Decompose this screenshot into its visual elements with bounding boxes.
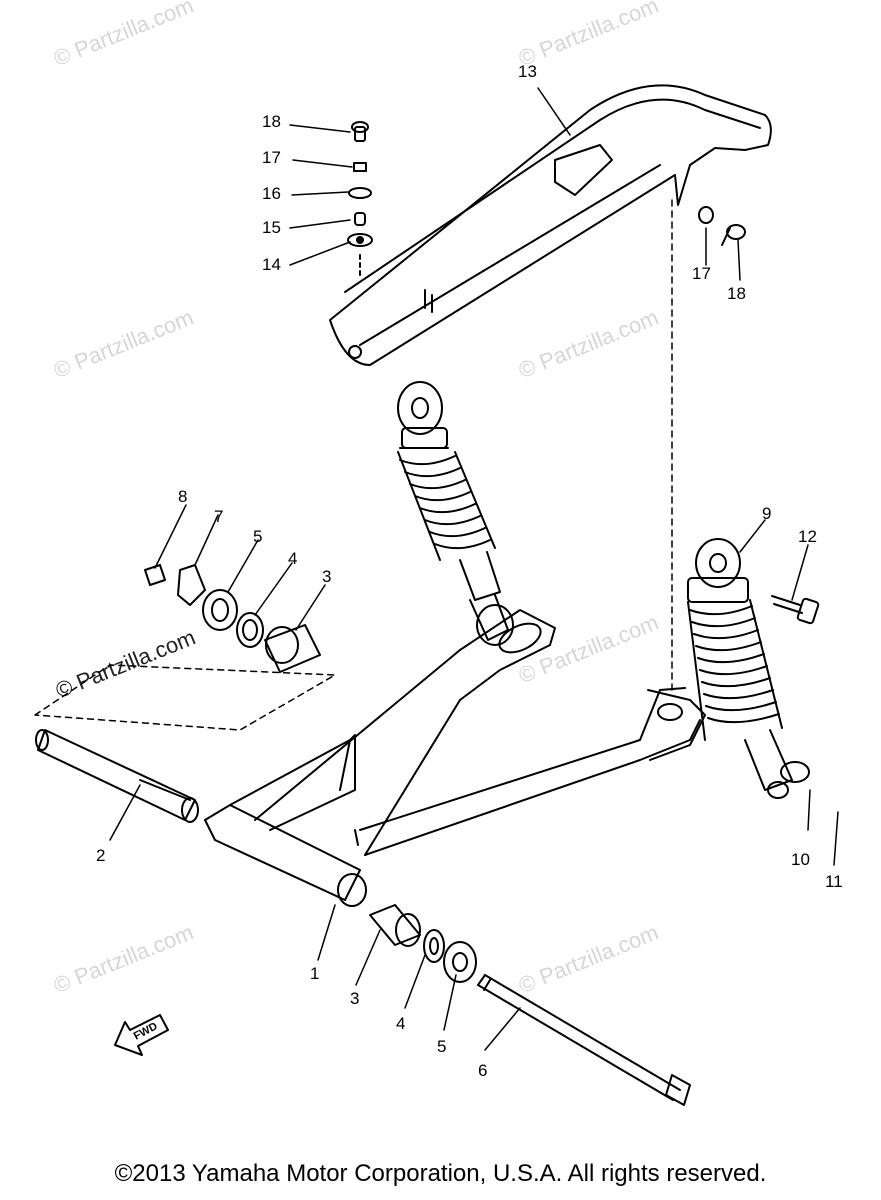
right-bushing-set bbox=[369, 904, 477, 983]
hardware-stack bbox=[347, 121, 746, 276]
callout-4-bottom: 4 bbox=[396, 1014, 406, 1033]
callout-13: 13 bbox=[518, 62, 537, 81]
copyright-footer: ©2013 Yamaha Motor Corporation, U.S.A. A… bbox=[114, 1160, 767, 1187]
callout-3: 3 bbox=[322, 567, 332, 586]
callout-2: 2 bbox=[96, 846, 106, 865]
diagram-drawing: FWD bbox=[34, 84, 839, 1106]
fwd-label: FWD bbox=[132, 1020, 160, 1042]
assembly-line-left bbox=[34, 664, 336, 731]
callout-11: 11 bbox=[825, 872, 843, 891]
callout-12: 12 bbox=[798, 527, 817, 546]
pivot-bolt-6 bbox=[477, 974, 691, 1106]
callout-1: 1 bbox=[310, 964, 320, 983]
left-bushing-set bbox=[144, 564, 321, 673]
callout-9: 9 bbox=[762, 504, 772, 523]
callout-10: 10 bbox=[791, 850, 810, 869]
callout-17-right: 17 bbox=[692, 264, 711, 283]
callout-18: 18 bbox=[262, 112, 281, 131]
chain-case-part bbox=[329, 84, 772, 366]
callout-15: 15 bbox=[262, 218, 281, 237]
callout-3-bottom: 3 bbox=[350, 989, 360, 1008]
pivot-shaft-2 bbox=[35, 729, 199, 823]
bolt-12 bbox=[771, 595, 820, 625]
callout-5-bottom: 5 bbox=[437, 1037, 447, 1056]
callout-18-right: 18 bbox=[727, 284, 746, 303]
callout-7: 7 bbox=[214, 507, 224, 526]
callout-6: 6 bbox=[478, 1061, 488, 1080]
leader-lines bbox=[109, 87, 839, 1051]
callout-14: 14 bbox=[262, 255, 281, 274]
swingarm-part bbox=[204, 609, 706, 907]
callout-16: 16 bbox=[262, 184, 281, 203]
callout-4: 4 bbox=[288, 549, 298, 568]
callout-17: 17 bbox=[262, 148, 281, 167]
right-shock-absorber bbox=[687, 538, 810, 799]
left-shock-absorber bbox=[397, 381, 514, 646]
fwd-arrow-icon bbox=[114, 1014, 169, 1056]
callout-8: 8 bbox=[178, 487, 188, 506]
callout-5: 5 bbox=[253, 527, 263, 546]
